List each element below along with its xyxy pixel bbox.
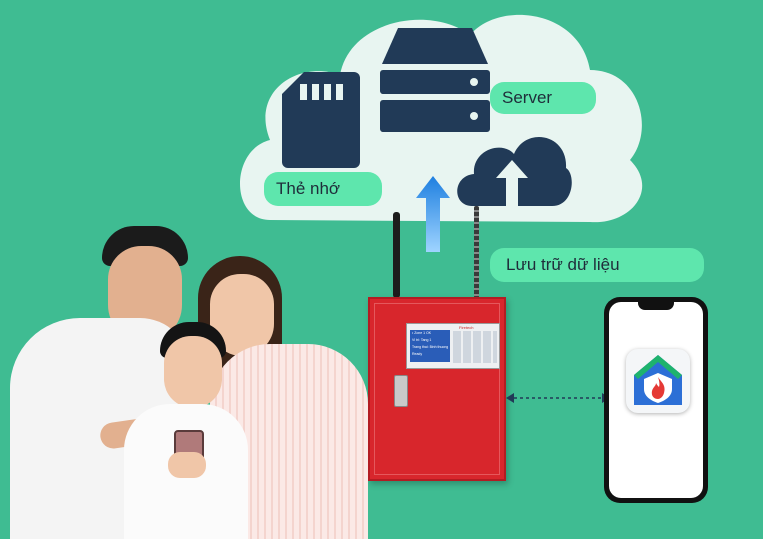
memory-card-icon	[282, 72, 360, 168]
home-fire-icon	[634, 355, 682, 405]
data-storage-label-text: Lưu trữ dữ liệu	[506, 255, 620, 274]
panel-inner-border	[374, 303, 500, 475]
panel-screen-line: Vi tri: Tang 1	[412, 338, 432, 342]
server-icon	[380, 28, 490, 132]
antenna-right	[474, 206, 479, 298]
fire-app-icon[interactable]	[626, 349, 690, 413]
child-figure	[118, 318, 248, 539]
server-label: Server	[490, 82, 596, 114]
panel-display-unit: Firetech • Zone 1 OK Vi tri: Tang 1 Tran…	[406, 323, 500, 369]
panel-lock	[394, 375, 408, 407]
upload-arrow-icon	[416, 176, 450, 252]
antenna-left	[393, 212, 400, 298]
panel-screen-line: Ready	[412, 352, 423, 356]
smartphone	[604, 297, 708, 503]
panel-keypad	[453, 331, 497, 363]
father-figure	[0, 222, 200, 539]
phone-notch	[638, 301, 674, 310]
panel-screen-line: • Zone 1 OK	[412, 331, 432, 335]
family-photo	[0, 222, 370, 539]
child-face	[164, 336, 222, 408]
cloud-upload-icon	[457, 137, 572, 206]
panel-brand: Firetech	[459, 325, 474, 330]
server-label-text: Server	[502, 88, 553, 107]
memory-card-label: Thẻ nhớ	[264, 172, 382, 206]
memory-card-label-text: Thẻ nhớ	[276, 179, 341, 198]
data-storage-label: Lưu trữ dữ liệu	[490, 248, 704, 282]
child-hand	[168, 452, 206, 478]
panel-screen-line: Trang thai: Binh thuong	[412, 345, 449, 349]
connection-arrow	[506, 393, 610, 403]
panel-screen: • Zone 1 OK Vi tri: Tang 1 Trang thai: B…	[410, 330, 450, 362]
fire-alarm-panel: Firetech • Zone 1 OK Vi tri: Tang 1 Tran…	[368, 297, 506, 481]
